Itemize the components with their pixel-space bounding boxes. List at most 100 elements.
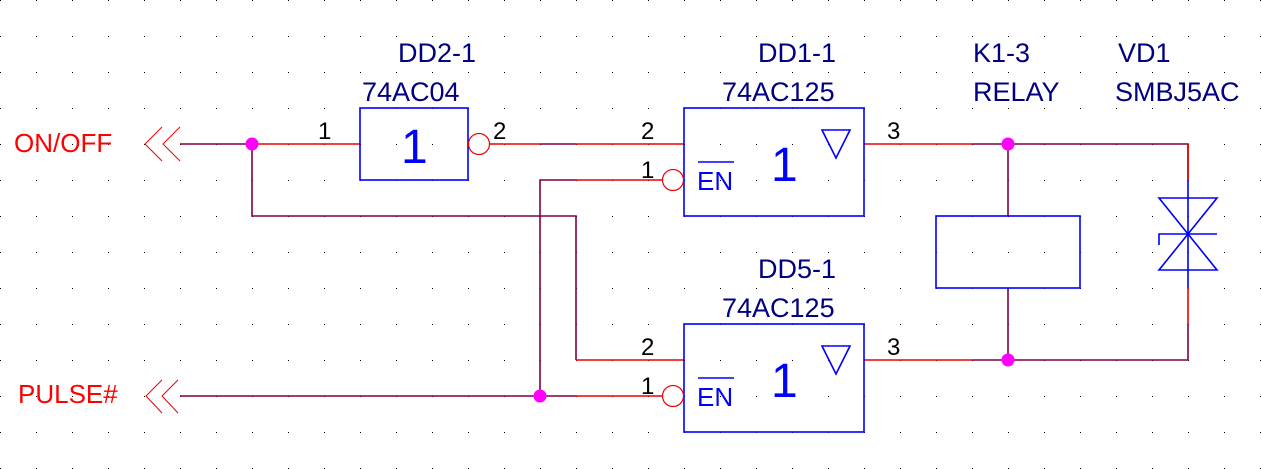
grid-dot — [144, 72, 145, 73]
grid-dot — [1188, 108, 1189, 109]
inversion-bubble-icon — [661, 168, 685, 192]
grid-dot — [1008, 108, 1009, 109]
grid-dot — [432, 432, 433, 433]
dd5-pin-out: 3 — [887, 334, 900, 361]
port-arrow-icon — [145, 379, 163, 414]
grid-dot — [288, 360, 289, 361]
grid-dot — [1044, 0, 1045, 1]
grid-dot — [900, 180, 901, 181]
grid-dot — [756, 0, 757, 1]
grid-dot — [324, 288, 325, 289]
grid-dot — [612, 72, 613, 73]
wire-onoff-to-dd5[interactable] — [251, 144, 577, 360]
grid-dot — [576, 432, 577, 433]
grid-dot — [144, 36, 145, 37]
grid-dot — [864, 36, 865, 37]
grid-dot — [828, 396, 829, 397]
grid-dot — [180, 72, 181, 73]
grid-dot — [1152, 396, 1153, 397]
grid-dot — [180, 180, 181, 181]
grid-dot — [252, 72, 253, 73]
component-dd1[interactable]: DD1-1 74AC125 1 EN 2 1 3 — [641, 38, 900, 217]
grid-dot — [288, 72, 289, 73]
grid-dot — [720, 0, 721, 1]
inversion-bubble-icon — [661, 384, 685, 408]
grid-dot — [720, 144, 721, 145]
grid-dot — [648, 432, 649, 433]
grid-dot — [252, 36, 253, 37]
grid-dot — [1116, 0, 1117, 1]
grid-dot — [324, 324, 325, 325]
grid-dot — [72, 288, 73, 289]
grid-dot — [1224, 288, 1225, 289]
dd1-function-symbol: 1 — [771, 139, 798, 192]
grid-dot — [396, 252, 397, 253]
port-pulse[interactable]: PULSE# — [18, 379, 179, 414]
grid-dot — [1152, 108, 1153, 109]
grid-dot — [468, 36, 469, 37]
grid-dot — [468, 360, 469, 361]
grid-dot — [828, 252, 829, 253]
grid-dot — [1044, 108, 1045, 109]
wire-pulse-to-dd1-en[interactable] — [539, 179, 576, 396]
grid-dot — [864, 0, 865, 1]
grid-dot — [504, 72, 505, 73]
grid-dot — [36, 216, 37, 217]
grid-dot — [432, 288, 433, 289]
component-dd5[interactable]: DD5-1 74AC125 1 EN 2 1 3 — [641, 254, 900, 433]
grid-dot — [0, 396, 1, 397]
grid-dot — [1116, 180, 1117, 181]
junction-dot — [245, 137, 259, 151]
dd2-function-symbol: 1 — [401, 121, 428, 174]
grid-dot — [432, 252, 433, 253]
grid-dot — [504, 0, 505, 1]
component-k1-relay[interactable]: K1-3 RELAY — [935, 38, 1081, 289]
grid-dot — [612, 252, 613, 253]
grid-dot — [1008, 432, 1009, 433]
grid-dot — [180, 324, 181, 325]
grid-dot — [648, 72, 649, 73]
grid-dot — [144, 108, 145, 109]
grid-dot — [1188, 432, 1189, 433]
grid-dot — [792, 396, 793, 397]
grid-dot — [288, 288, 289, 289]
grid-dot — [504, 108, 505, 109]
grid-dot — [792, 72, 793, 73]
grid-dot — [1116, 72, 1117, 73]
grid-dot — [108, 72, 109, 73]
grid-dot — [648, 252, 649, 253]
grid-dot — [108, 360, 109, 361]
grid-dot — [684, 72, 685, 73]
grid-dot — [936, 324, 937, 325]
grid-dot — [36, 432, 37, 433]
grid-dot — [72, 0, 73, 1]
dd5-body — [683, 323, 865, 433]
grid-dot — [144, 180, 145, 181]
grid-dot — [900, 288, 901, 289]
grid-dot — [108, 144, 109, 145]
grid-dot — [540, 108, 541, 109]
component-dd2[interactable]: DD2-1 74AC04 1 1 2 — [318, 38, 506, 181]
grid-dot — [360, 324, 361, 325]
wire-dd5-out[interactable] — [972, 324, 1189, 361]
grid-dot — [288, 108, 289, 109]
grid-dot — [72, 180, 73, 181]
grid-dot — [432, 72, 433, 73]
component-vd1-tvs[interactable]: VD1 SMBJ5AC — [1115, 38, 1240, 288]
dd5-pin-in: 2 — [641, 334, 654, 361]
dd5-pin-en: 1 — [641, 373, 654, 400]
grid-dot — [1152, 432, 1153, 433]
grid-dot — [252, 432, 253, 433]
grid-dot — [36, 144, 37, 145]
port-on-off[interactable]: ON/OFF — [14, 126, 181, 162]
vd1-refdes: VD1 — [1118, 38, 1171, 68]
dd2-part: 74AC04 — [362, 77, 460, 107]
grid-dot — [396, 360, 397, 361]
grid-dot — [72, 36, 73, 37]
grid-dot — [180, 108, 181, 109]
grid-dot — [1224, 432, 1225, 433]
grid-dot — [36, 0, 37, 1]
grid-dot — [36, 72, 37, 73]
grid-dot — [1152, 180, 1153, 181]
